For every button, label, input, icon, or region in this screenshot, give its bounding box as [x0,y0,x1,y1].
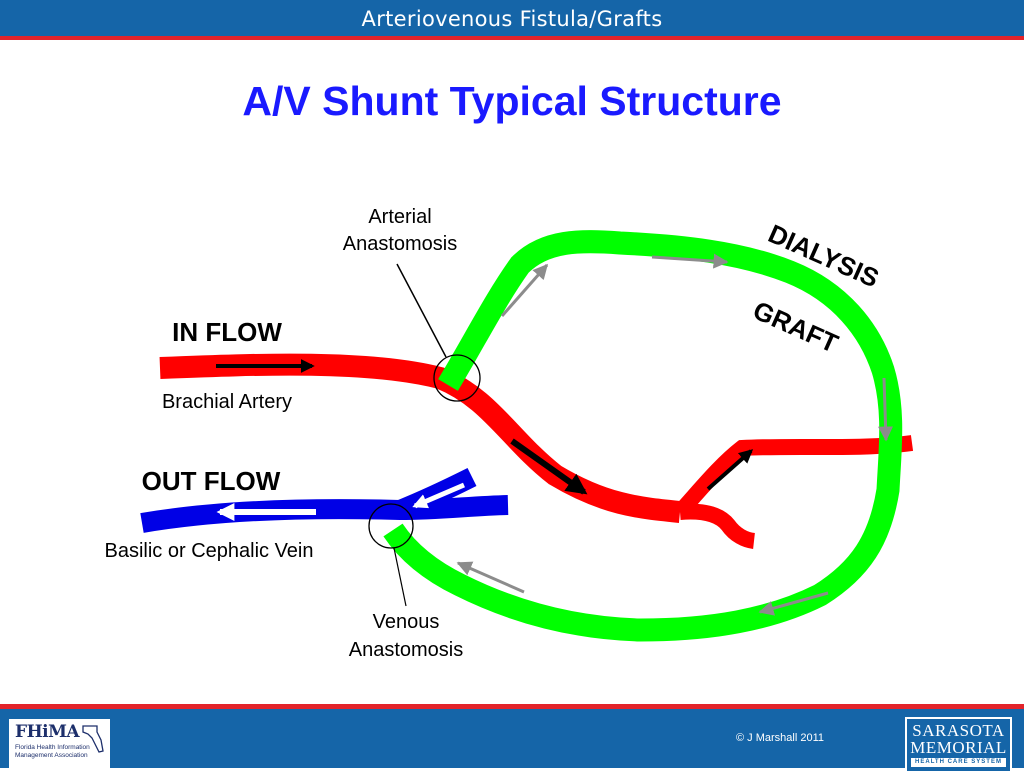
sarasota-logo-line2: MEMORIAL [910,738,1007,757]
dialysis-graft [383,230,903,642]
vein-vessel [140,468,509,533]
arterial-anastomosis-leader [396,263,447,358]
slide-title: A/V Shunt Typical Structure [242,78,782,124]
arterial-anastomosis-label-line1: Arterial [368,206,431,228]
florida-map-icon [82,725,104,753]
graft-flow-arrow-bottom-left [456,561,525,594]
venous-anastomosis-marker [368,503,414,549]
artery-flow-arrow-branch [706,449,754,491]
fhima-logo-subtitle-line1: Florida Health Information [15,744,90,751]
in-flow-label: IN FLOW [172,317,282,347]
brachial-artery-label: Brachial Artery [162,391,292,413]
venous-anastomosis-label-line2: Anastomosis [349,639,464,661]
sarasota-logo-line1: SARASOTA [912,721,1005,740]
fhima-logo-word: FHiMA [15,722,80,742]
vein-main-path [140,495,509,533]
header-title: Arteriovenous Fistula/Grafts [361,7,663,31]
vein-flow-arrow-branch [412,482,465,509]
artery-lower-branch-path [679,503,756,549]
arterial-anastomosis-marker [433,354,481,402]
fhima-logo: FHiMA Florida Health Information Managem… [9,719,110,773]
fhima-logo-subtitle-line2: Management Association [15,751,88,759]
header-bar: Arteriovenous Fistula/Grafts [0,0,1024,40]
vein-label: Basilic or Cephalic Vein [105,540,314,562]
graft-flow-arrow-top [651,253,729,269]
copyright-text: © J Marshall 2011 [736,732,824,744]
out-flow-label: OUT FLOW [142,466,281,496]
fhima-logo-subtitle: Florida Health Information Management As… [15,744,104,759]
artery-upper-branch-path [674,435,914,518]
graft-flow-arrow-up [500,263,549,317]
footer-bar: FHiMA Florida Health Information Managem… [0,704,1024,773]
venous-anastomosis-leader [393,547,407,607]
sarasota-logo-line3: HEALTH CARE SYSTEM [911,758,1006,767]
sarasota-memorial-logo: SARASOTA MEMORIAL HEALTH CARE SYSTEM [905,717,1012,773]
graft-loop-path [383,230,903,642]
arterial-anastomosis-label-line2: Anastomosis [343,233,458,255]
venous-anastomosis-label-line1: Venous [373,611,440,633]
artery-vessel [159,353,914,549]
graft-flow-arrow-right [878,377,894,442]
artery-flow-arrow-middle [510,438,588,495]
graft-flow-arrow-bottom-right [758,591,829,616]
